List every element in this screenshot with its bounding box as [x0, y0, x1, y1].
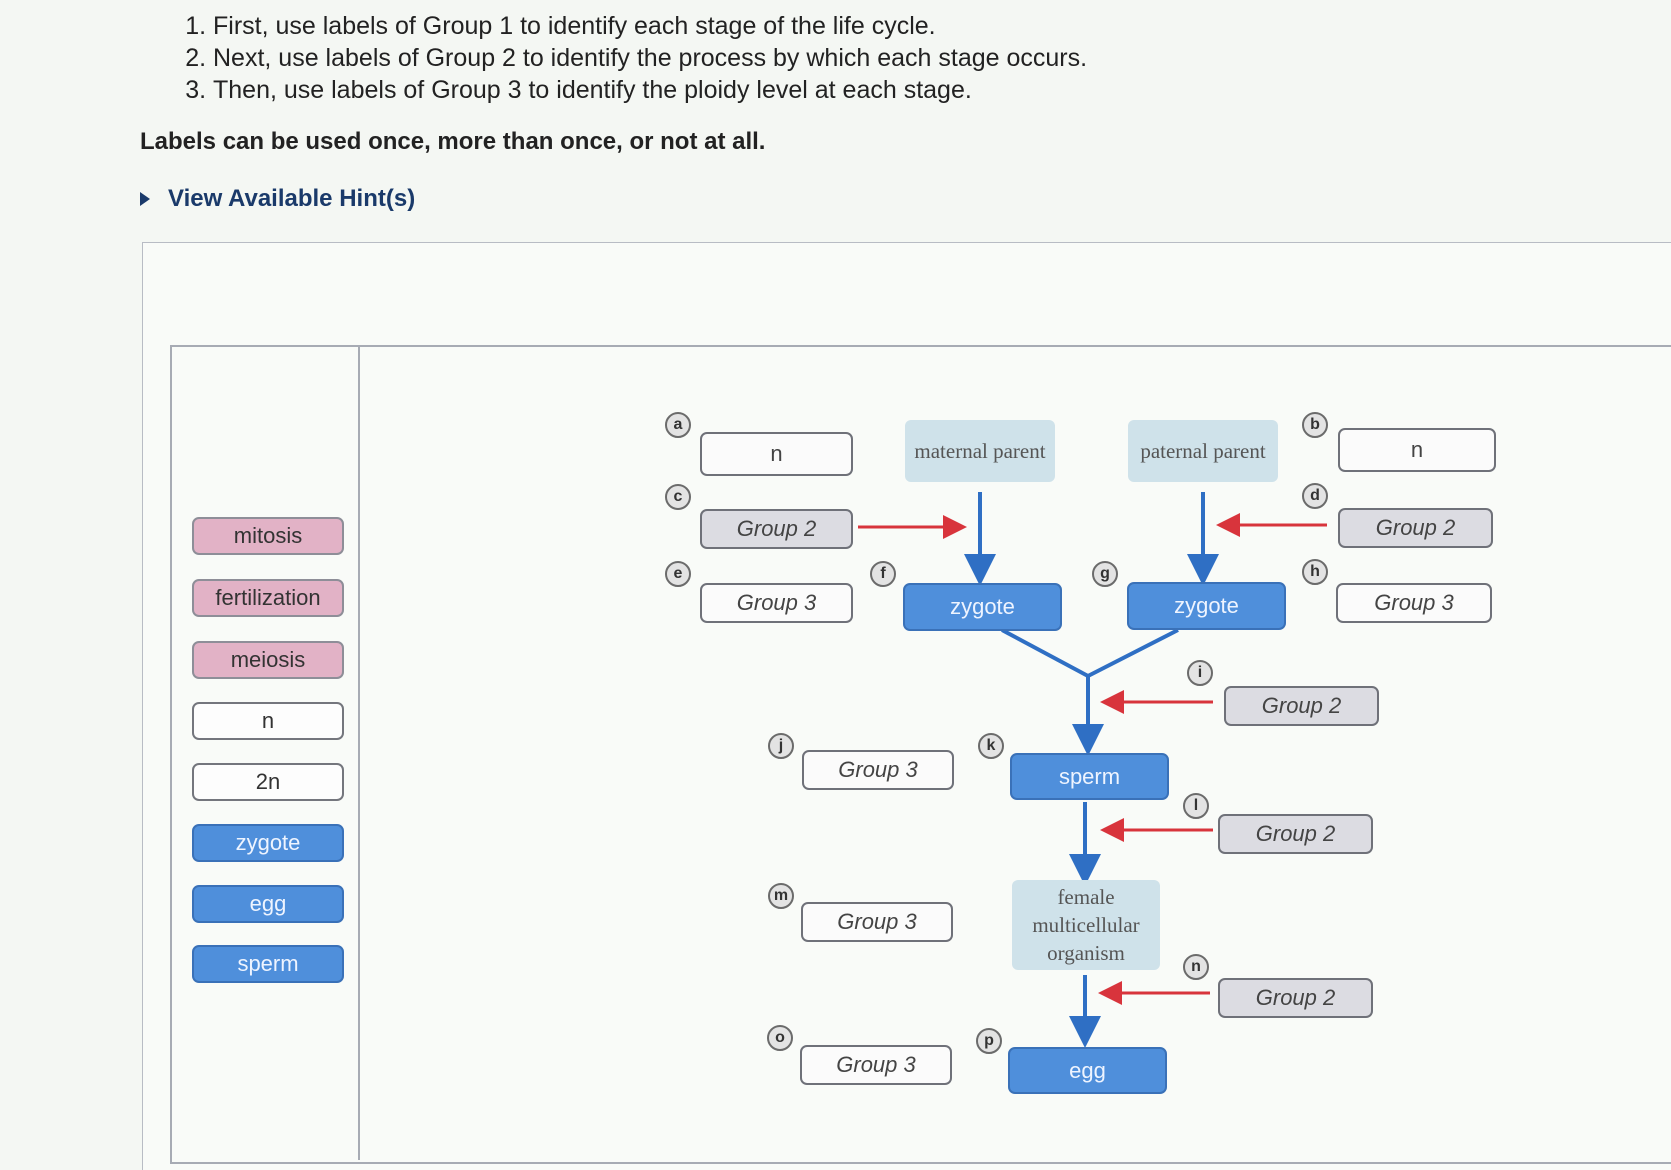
- join-line-right: [1087, 628, 1179, 678]
- drop-target-c[interactable]: Group 2: [700, 509, 853, 549]
- view-hints-toggle[interactable]: View Available Hint(s): [140, 185, 415, 213]
- stage-zygote-left[interactable]: zygote: [903, 583, 1062, 631]
- badge-p: p: [976, 1028, 1002, 1054]
- label-zygote[interactable]: zygote: [192, 824, 344, 862]
- badge-b: b: [1302, 412, 1328, 438]
- badge-m: m: [768, 883, 794, 909]
- badge-c: c: [665, 484, 691, 510]
- badge-n: n: [1183, 954, 1209, 980]
- activity-panel: [142, 242, 1671, 1170]
- label-mitosis[interactable]: mitosis: [192, 517, 344, 555]
- drop-target-n[interactable]: Group 2: [1218, 978, 1373, 1018]
- join-line-left: [1001, 628, 1089, 678]
- view-hints-label: View Available Hint(s): [168, 185, 416, 212]
- drop-target-b[interactable]: n: [1338, 428, 1496, 472]
- instruction-step-3: Then, use labels of Group 3 to identify …: [213, 74, 1087, 106]
- label-meiosis[interactable]: meiosis: [192, 641, 344, 679]
- drop-target-o[interactable]: Group 3: [800, 1045, 952, 1085]
- label-bank: [170, 345, 360, 1160]
- badge-f: f: [870, 561, 896, 587]
- instruction-step-1: First, use labels of Group 1 to identify…: [213, 10, 1087, 42]
- instruction-step-2: Next, use labels of Group 2 to identify …: [213, 42, 1087, 74]
- drop-target-l[interactable]: Group 2: [1218, 814, 1373, 854]
- drop-target-e[interactable]: Group 3: [700, 583, 853, 623]
- stage-maternal-parent: maternal parent: [905, 420, 1055, 482]
- drop-target-m[interactable]: Group 3: [801, 902, 953, 942]
- badge-a: a: [665, 412, 691, 438]
- badge-k: k: [978, 733, 1004, 759]
- badge-g: g: [1092, 561, 1118, 587]
- label-egg[interactable]: egg: [192, 885, 344, 923]
- label-sperm[interactable]: sperm: [192, 945, 344, 983]
- label-n[interactable]: n: [192, 702, 344, 740]
- drop-target-d[interactable]: Group 2: [1338, 508, 1493, 548]
- badge-l: l: [1183, 793, 1209, 819]
- label-fertilization[interactable]: fertilization: [192, 579, 344, 617]
- badge-j: j: [768, 733, 794, 759]
- stage-egg[interactable]: egg: [1008, 1047, 1167, 1094]
- drop-target-a[interactable]: n: [700, 432, 853, 476]
- stage-female-multicellular-organism: female multicellular organism: [1012, 880, 1160, 970]
- badge-i: i: [1187, 660, 1213, 686]
- usage-note: Labels can be used once, more than once,…: [140, 128, 766, 155]
- stage-paternal-parent: paternal parent: [1128, 420, 1278, 482]
- drop-target-j[interactable]: Group 3: [802, 750, 954, 790]
- stage-zygote-right[interactable]: zygote: [1127, 582, 1286, 630]
- stage-sperm[interactable]: sperm: [1010, 753, 1169, 800]
- badge-h: h: [1302, 559, 1328, 585]
- label-2n[interactable]: 2n: [192, 763, 344, 801]
- drop-target-i[interactable]: Group 2: [1224, 686, 1379, 726]
- drop-target-h[interactable]: Group 3: [1336, 583, 1492, 623]
- instructions: First, use labels of Group 1 to identify…: [185, 10, 1087, 106]
- diagram-area: [170, 345, 1671, 1164]
- badge-o: o: [767, 1025, 793, 1051]
- badge-d: d: [1302, 483, 1328, 509]
- badge-e: e: [665, 561, 691, 587]
- expand-triangle-icon: [140, 192, 150, 206]
